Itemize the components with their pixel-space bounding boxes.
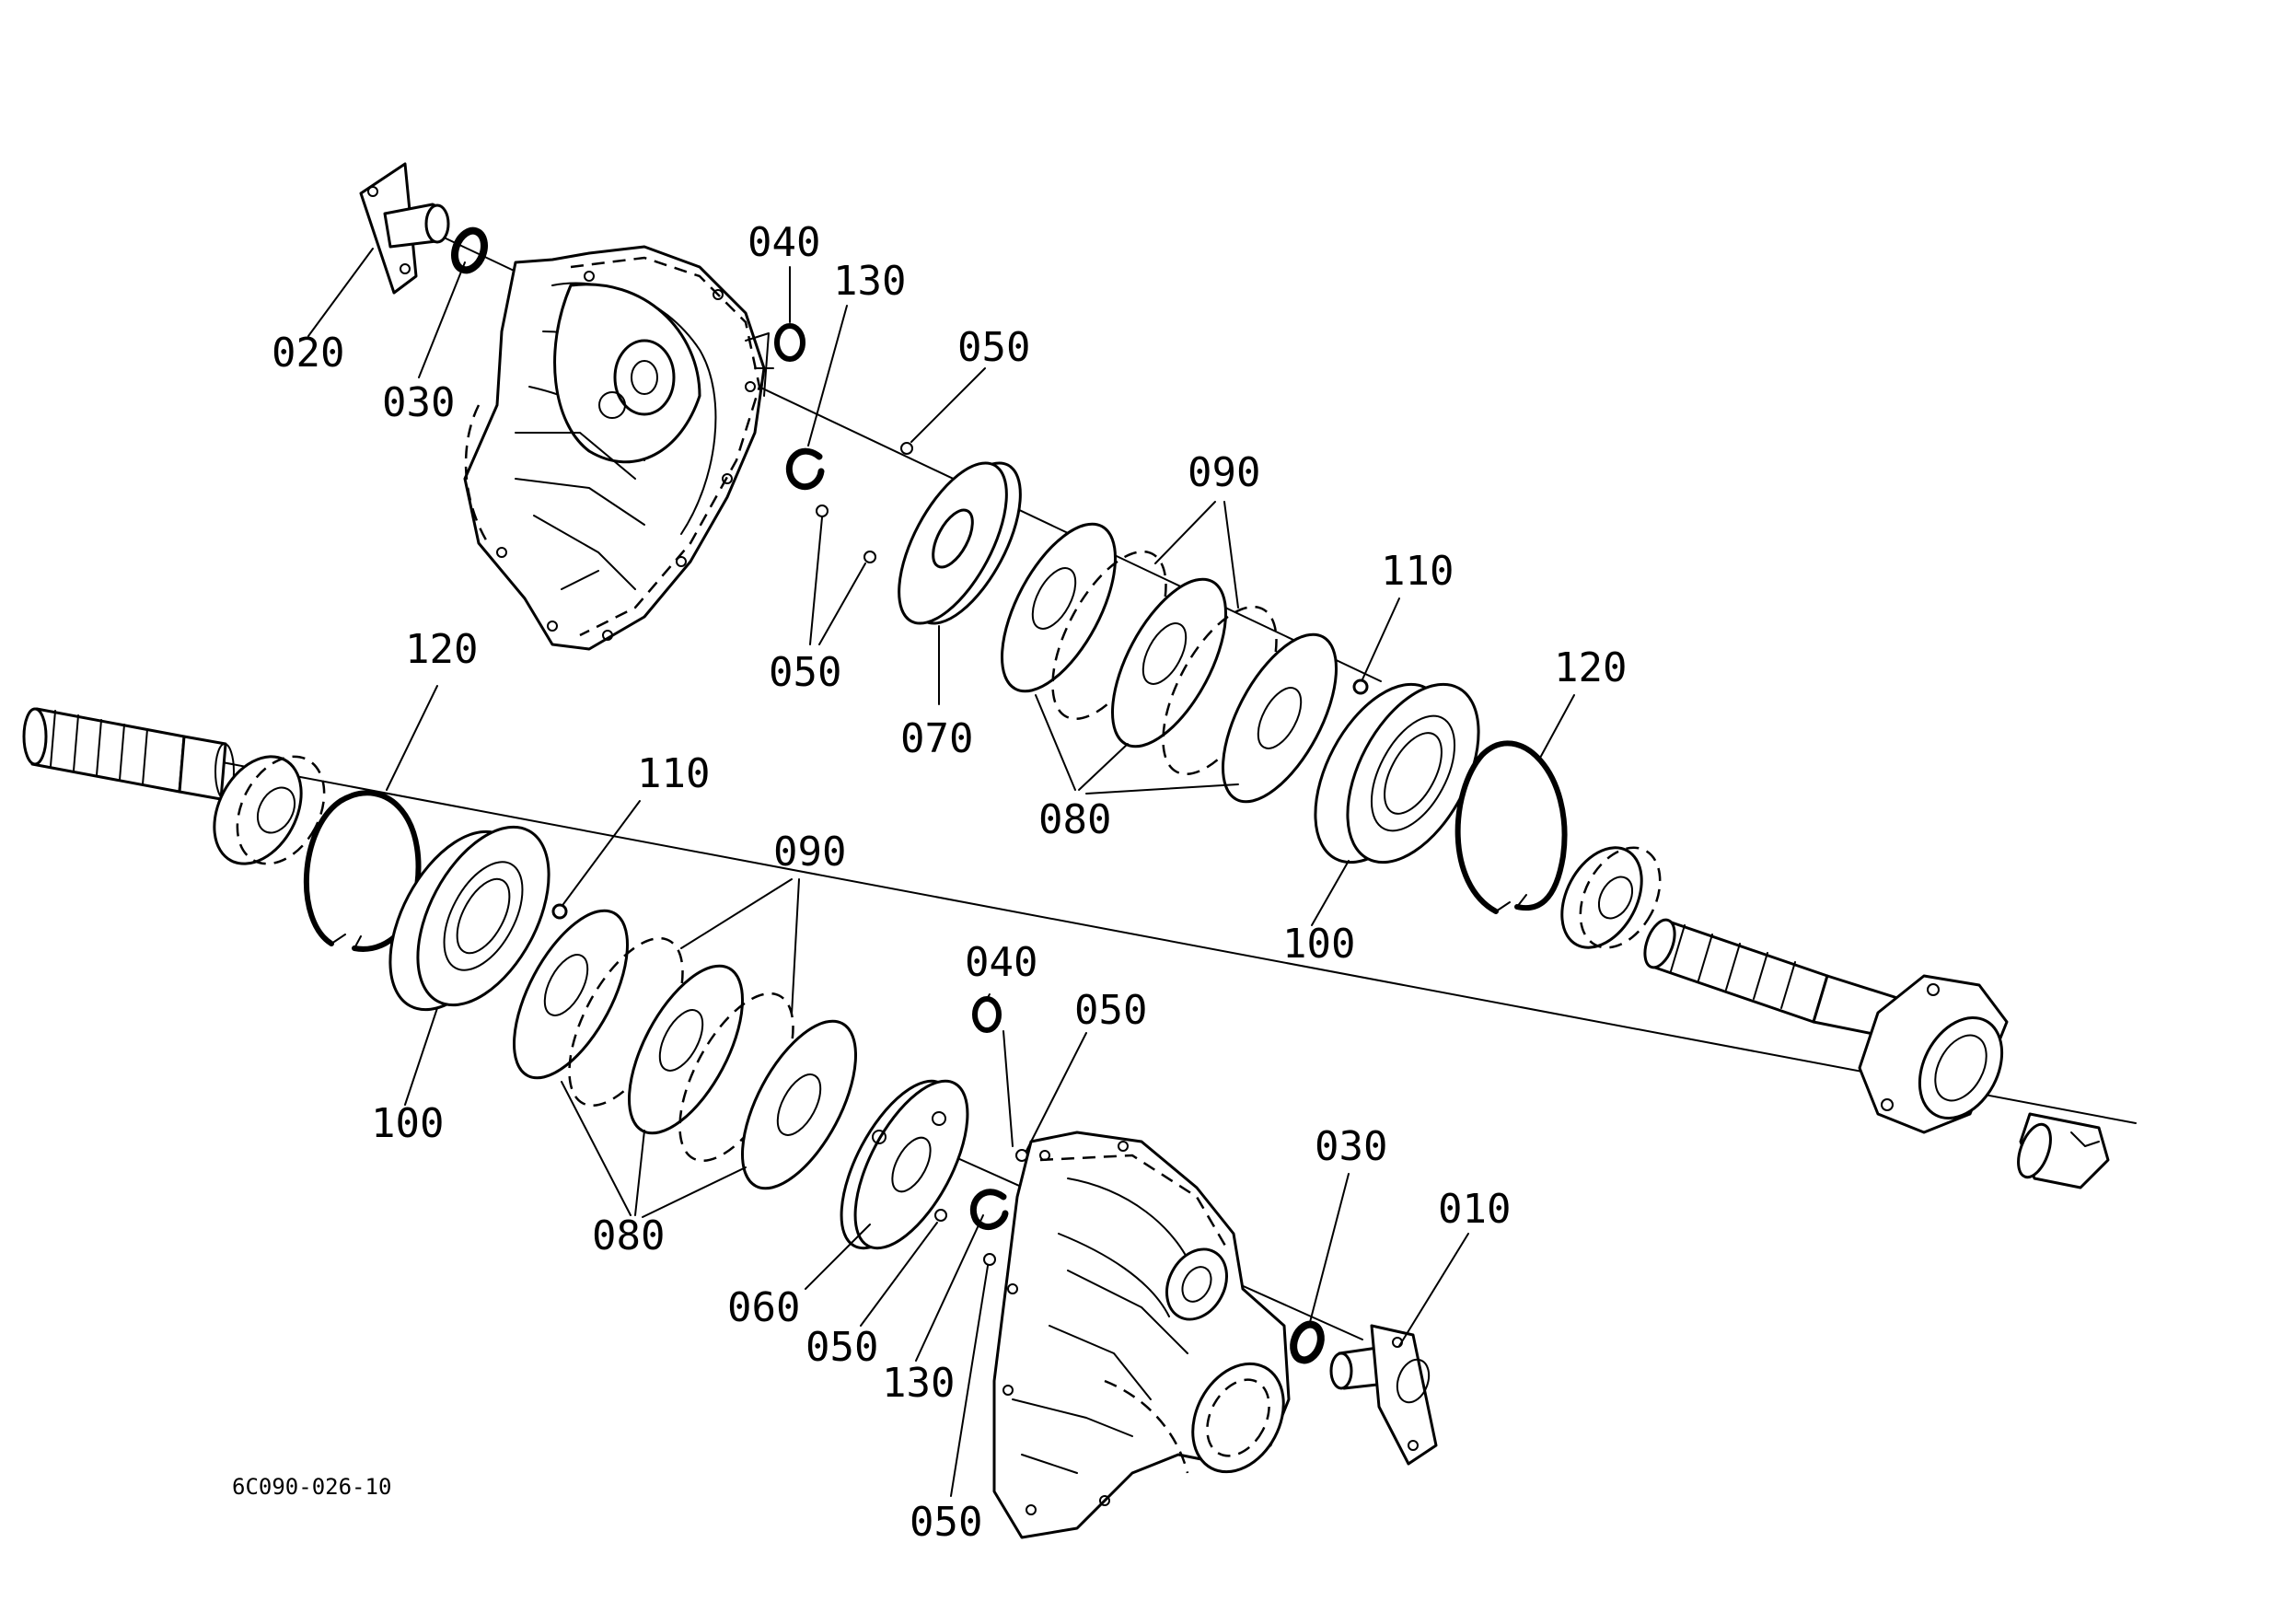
- cover-flange-bot-010: [1329, 1324, 1438, 1466]
- callout-labels: 020 030 040 130 050 050 070 090 080 110 …: [272, 219, 1627, 1546]
- callout-120-right: 120: [1554, 644, 1627, 691]
- callout-050-top-b: 050: [769, 649, 841, 696]
- circlip-bot-130: [969, 1189, 1009, 1231]
- callout-100-right: 100: [1282, 921, 1355, 968]
- pin-110-mid: [551, 903, 568, 920]
- callout-130-top: 130: [833, 258, 906, 305]
- callout-010: 010: [1438, 1186, 1511, 1233]
- callout-080-top: 080: [1038, 796, 1111, 843]
- callout-050-top-a: 050: [957, 324, 1030, 371]
- callout-080-mid: 080: [592, 1212, 665, 1259]
- bearing-left: [213, 755, 326, 865]
- o-ring-bot-030: [1290, 1320, 1325, 1364]
- callout-030-top: 030: [382, 379, 455, 426]
- ball-050-bot-c: [983, 1253, 996, 1266]
- callout-050-bot-c: 050: [910, 1499, 982, 1546]
- ball-050-bot-b: [934, 1209, 947, 1222]
- snap-ring-120-right: [1454, 740, 1568, 914]
- ball-050-top-b1: [816, 505, 829, 517]
- callout-110-mid: 110: [637, 750, 710, 797]
- callout-120-left: 120: [405, 626, 478, 673]
- seal-top-040: [774, 323, 805, 362]
- piston-top-100: [1314, 682, 1480, 864]
- piston-left-100: [388, 825, 550, 1012]
- callout-020-top: 020: [272, 330, 344, 377]
- callout-040-bot: 040: [965, 939, 1037, 986]
- cover-flange-top-020: [359, 162, 450, 295]
- callout-050-bot-a: 050: [1074, 987, 1147, 1034]
- clutch-pack-top: [1000, 522, 1339, 804]
- callout-060: 060: [727, 1284, 800, 1331]
- input-shaft-left: [22, 707, 235, 801]
- plate-070: [898, 461, 1022, 625]
- clutch-pack-mid: [512, 909, 858, 1190]
- callout-110-top: 110: [1381, 548, 1454, 595]
- ball-050-top-b2: [863, 551, 876, 563]
- callout-050-bot-b: 050: [805, 1324, 878, 1371]
- callout-070: 070: [900, 715, 973, 762]
- housing-bottom: [992, 1131, 1291, 1539]
- bearing-housing-right: [1858, 974, 2009, 1134]
- callout-090-top: 090: [1188, 449, 1260, 496]
- figure-code-group: 6C090-026-10: [232, 1474, 391, 1500]
- circlip-top-130: [785, 447, 825, 491]
- callout-090-mid: 090: [773, 829, 846, 876]
- figure-code: 6C090-026-10: [232, 1474, 391, 1500]
- plate-060: [840, 1079, 969, 1250]
- leader-lines: [307, 248, 1575, 1497]
- callout-040-top: 040: [747, 219, 820, 266]
- pin-110-top: [1352, 679, 1369, 695]
- coupler-right: [2017, 1112, 2110, 1189]
- callout-130-bot: 130: [882, 1360, 955, 1407]
- callout-030-bot: 030: [1315, 1123, 1387, 1170]
- seal-bot-040: [972, 996, 1002, 1033]
- housing-cover-top: [463, 245, 774, 651]
- ball-050-top: [900, 442, 913, 455]
- callout-100-left: 100: [371, 1100, 444, 1147]
- bearing-right: [1560, 846, 1662, 949]
